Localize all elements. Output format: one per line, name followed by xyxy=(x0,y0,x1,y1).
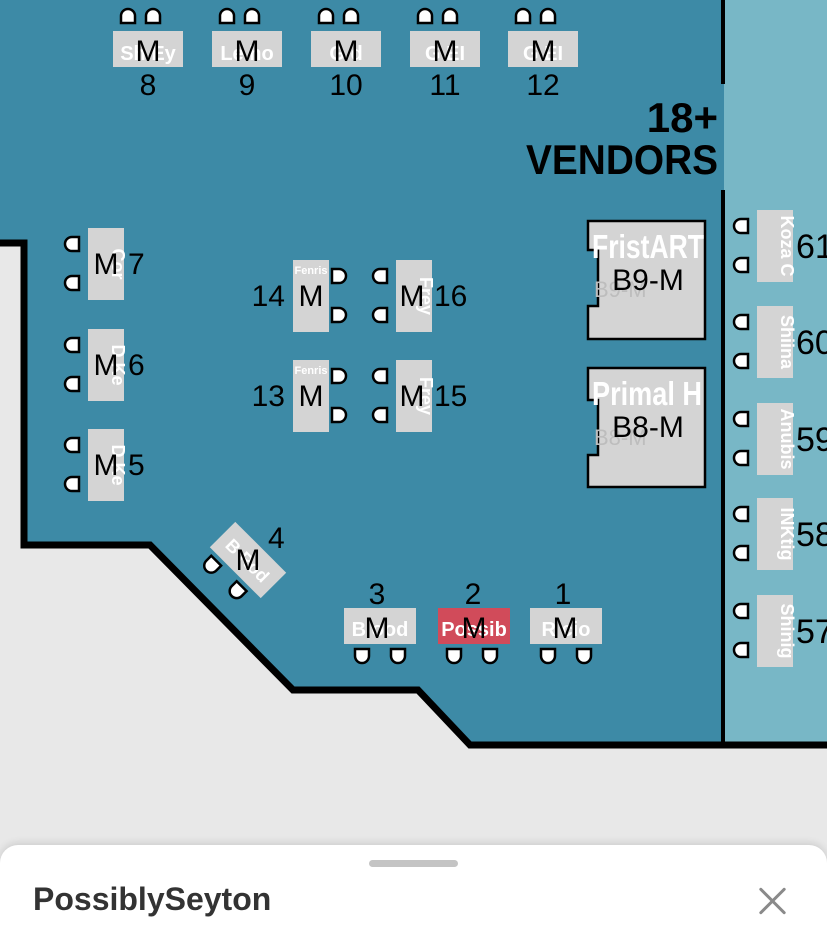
table-5[interactable]: D Ke M 5 xyxy=(63,429,145,501)
vendor-name: B ood xyxy=(352,619,409,641)
vendor-name: Shinig xyxy=(777,604,797,659)
table-number: 15 xyxy=(434,380,467,413)
table-57[interactable]: Shinig 57 xyxy=(732,595,827,667)
booth-ghost-label: B9-M xyxy=(594,277,647,302)
table-13[interactable]: Fenris M 13 xyxy=(252,360,348,432)
table-number: 13 xyxy=(252,380,285,413)
table-58[interactable]: INKtig 58 xyxy=(732,498,827,570)
table-10[interactable]: G d M 10 xyxy=(311,7,381,102)
table-number: 59 xyxy=(796,421,827,459)
vendor-name: G EI xyxy=(523,43,563,65)
table-marker: M xyxy=(94,349,119,382)
vendor-detail-sheet[interactable]: PossiblySeyton xyxy=(0,845,827,937)
table-14[interactable]: Fenris M 14 xyxy=(252,260,348,332)
vendor-name: INKtig xyxy=(777,508,797,561)
table-marker: M xyxy=(136,35,161,68)
booth-b9[interactable]: FristART B9-M B9-M xyxy=(586,219,707,341)
table-16[interactable]: Frey M 16 xyxy=(371,260,467,332)
table-marker: M xyxy=(400,380,425,413)
booth-sign: FristART xyxy=(592,228,704,265)
vendor-name: G d xyxy=(329,43,362,65)
booth-number: B8-M xyxy=(612,411,684,444)
table-marker: M xyxy=(400,280,425,313)
table-number: 10 xyxy=(329,69,362,102)
vendor-name: Koza C xyxy=(777,215,797,276)
table-marker: M xyxy=(365,612,390,645)
table-marker: M xyxy=(334,35,359,68)
table-3[interactable]: 3 B ood M xyxy=(344,578,416,665)
table-marker: M xyxy=(553,612,578,645)
table-number: 8 xyxy=(140,69,157,102)
table-number: 9 xyxy=(239,69,256,102)
table-60[interactable]: Shiina 60 xyxy=(732,306,827,378)
table-number: 60 xyxy=(796,324,827,362)
booth-b8[interactable]: Primal H B8-M B8-M xyxy=(586,366,707,489)
table-number: 16 xyxy=(434,280,467,313)
table-number: 14 xyxy=(252,280,285,313)
table-marker: M xyxy=(433,35,458,68)
hall-wall xyxy=(0,239,827,749)
booth-number: B9-M xyxy=(612,264,684,297)
table-number: 5 xyxy=(128,449,145,482)
table-6[interactable]: D Ke M 6 xyxy=(63,329,145,401)
table-7[interactable]: Cor M 7 xyxy=(63,228,145,300)
table-number: 3 xyxy=(369,578,386,611)
table-number: 7 xyxy=(128,248,145,281)
vendor-hall-floor xyxy=(0,0,724,745)
vendor-name: G EI xyxy=(425,43,465,65)
booth-ghost-label: B8-M xyxy=(594,425,647,450)
booth-sign: Primal H xyxy=(592,375,702,412)
table-marker: M xyxy=(94,449,119,482)
vendor-name: Fenris xyxy=(294,265,327,277)
vendor-name: Shiina xyxy=(777,315,797,370)
table-marker: M xyxy=(299,380,324,413)
table-2-selected[interactable]: 2 Possib M xyxy=(438,578,510,665)
table-11[interactable]: G EI M 11 xyxy=(410,7,480,102)
table-9[interactable]: Le ho M 9 xyxy=(212,7,282,102)
table-15[interactable]: Frey M 15 xyxy=(371,360,467,432)
vendor-name: Le ho xyxy=(220,43,273,65)
table-marker: M xyxy=(299,280,324,313)
vendor-name: D Ke xyxy=(108,344,128,385)
table-1[interactable]: 1 R cio M xyxy=(530,578,602,665)
vendor-name: Cor xyxy=(108,249,128,280)
table-marker: M xyxy=(462,612,487,645)
table-12[interactable]: G EI M 12 xyxy=(508,7,578,102)
vendor-name: Fenris xyxy=(294,365,327,377)
table-number: 6 xyxy=(128,349,145,382)
vendor-name: Frey xyxy=(416,277,436,315)
vendor-name: D Ke xyxy=(108,444,128,485)
table-number: 58 xyxy=(796,516,827,554)
vendor-name: Sh Ey xyxy=(120,43,176,65)
table-number: 2 xyxy=(465,578,482,611)
table-marker: M xyxy=(94,248,119,281)
table-number: 61 xyxy=(796,228,827,266)
vendor-name: Frey xyxy=(416,377,436,415)
vendor-name: R cio xyxy=(542,619,591,641)
hall-label-age: 18+ xyxy=(647,94,718,141)
table-number: 12 xyxy=(526,69,559,102)
sheet-title: PossiblySeyton xyxy=(33,881,272,917)
table-number: 57 xyxy=(796,613,827,651)
vendor-name: Possib xyxy=(441,619,507,641)
table-marker: M xyxy=(236,544,261,577)
table-marker: M xyxy=(531,35,556,68)
hall-label-vendors: VENDORS xyxy=(526,136,718,183)
table-number: 1 xyxy=(555,578,572,611)
sheet-drag-handle[interactable] xyxy=(369,860,458,867)
table-number: 4 xyxy=(268,522,285,555)
table-number: 11 xyxy=(429,69,460,102)
table-marker: M xyxy=(235,35,260,68)
close-icon[interactable] xyxy=(752,881,792,921)
table-61[interactable]: Koza C 61 xyxy=(732,210,827,282)
vendor-name: Anubis xyxy=(777,409,797,470)
table-59[interactable]: Anubis 59 xyxy=(732,403,827,475)
table-8[interactable]: Sh Ey M 8 xyxy=(113,7,183,102)
